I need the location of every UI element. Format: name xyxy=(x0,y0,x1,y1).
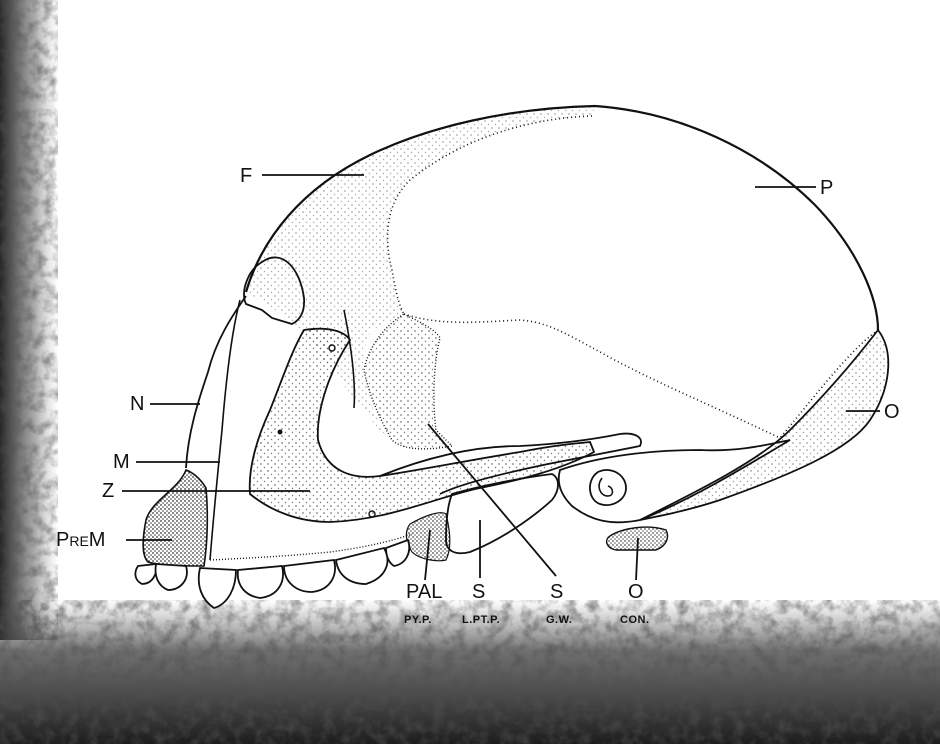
label-premaxilla: PreM xyxy=(56,530,105,550)
maxilla-front xyxy=(210,300,240,560)
tooth-premolar-1 xyxy=(238,566,283,598)
label-parietal: P xyxy=(820,178,833,198)
foramen-zygomatic xyxy=(278,430,283,435)
label-sphenoid-right: S xyxy=(550,582,563,602)
sphenoid-greater-wing xyxy=(364,314,452,449)
tooth-incisor-1 xyxy=(135,564,156,584)
label-sphenoid-left: S xyxy=(472,582,485,602)
leader-lines xyxy=(122,175,880,580)
label-occipital-lower: O xyxy=(628,582,644,602)
tooth-molar-1 xyxy=(336,548,387,584)
label-sphenoid-right-sub: G.W. xyxy=(546,610,572,630)
external-auditory-meatus xyxy=(590,470,626,505)
occipital-bone xyxy=(640,330,888,520)
label-palatine-sub: PY.P. xyxy=(404,610,432,630)
label-maxilla: M xyxy=(113,452,130,472)
tooth-premolar-2 xyxy=(284,560,335,592)
scan-shadow-left xyxy=(0,0,58,640)
label-occipital-upper: O xyxy=(884,402,900,422)
label-zygomatic: Z xyxy=(102,481,114,501)
premaxilla xyxy=(143,470,207,566)
label-occipital-lower-sub: CON. xyxy=(620,610,650,630)
label-frontal: F xyxy=(240,166,252,186)
tooth-molar-2 xyxy=(386,540,409,566)
tooth-incisor-2 xyxy=(156,564,187,590)
parietal-lower-suture xyxy=(404,314,780,438)
label-palatine: PAL xyxy=(406,582,442,602)
nasal-bone xyxy=(186,296,246,468)
label-sphenoid-left-sub: L.PT.P. xyxy=(462,610,500,630)
label-nasal: N xyxy=(130,394,144,414)
meatus-curl xyxy=(599,478,612,496)
